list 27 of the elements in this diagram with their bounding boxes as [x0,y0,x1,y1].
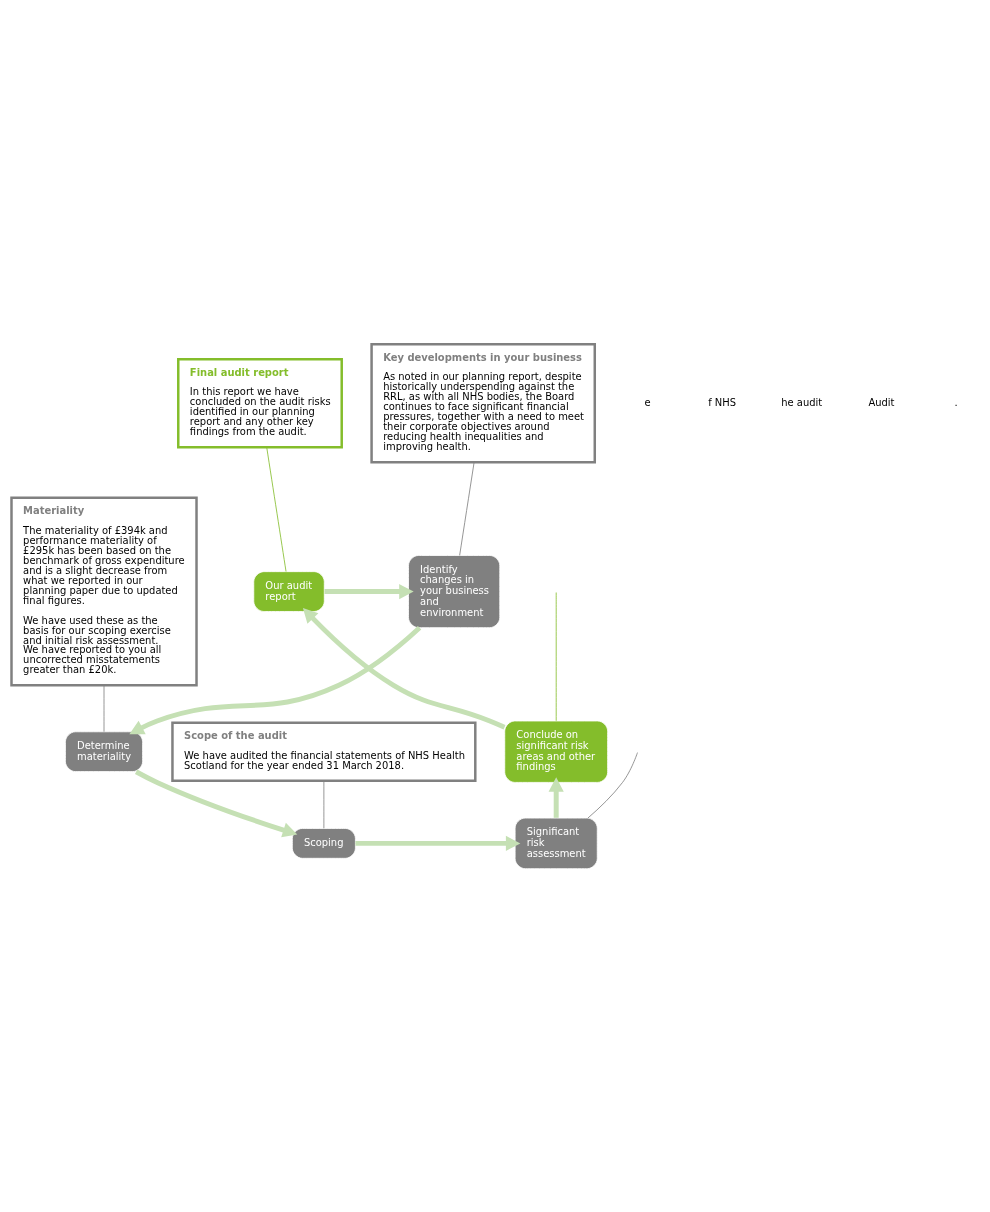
node-box: Significant risk assessment [514,817,598,869]
node-box: Scoping [291,827,356,859]
node-box: Materiality The materiality of £394k and performance materiality of £295k has been based on the benchmark of gross expenditure and is a slight decrease from what we reported in our planning paper due to updated final figures. We have used these as the basis for our scoping exercise and initial risk assessment. We have reported to you all uncorrected misstatements greater than £20k. [10,496,198,687]
arrow [548,776,564,818]
node-box: Key developments in your business As noted in our planning report, despite historically underspending against the RRL, as with all NHS bodies, the Board continues to face significant financial pressures, together with a need to meet their corporate objectives around reducing health inequalities and improving health. [370,342,596,463]
node-box: Determine materiality [65,730,143,772]
label: he audit [781,396,823,408]
connector [459,461,475,556]
connector [587,751,638,818]
arrow [302,607,506,729]
node-box: Identify changes in your business and environment [408,554,501,628]
arrow [324,583,414,599]
arrow [355,835,521,851]
connector [555,591,557,721]
connector [323,779,325,829]
label: Audit [868,396,895,408]
arrow [129,625,422,734]
node-box: Final audit report In this report we have concluded on the audit risks identified in our planning report and any other key findings from the audit. [177,357,343,448]
label: . [954,396,958,408]
label: e [644,396,651,408]
label: f NHS [708,396,737,408]
node-box: Our audit report [253,570,325,612]
connector [266,446,287,572]
arrow [134,769,298,837]
node-box: Conclude on significant risk areas and other findings [504,720,609,783]
node-box: Scope of the audit We have audited the financial statements of NHS Health Scotland for the year ended 31 March 2018. [171,720,477,782]
connector [103,684,105,732]
